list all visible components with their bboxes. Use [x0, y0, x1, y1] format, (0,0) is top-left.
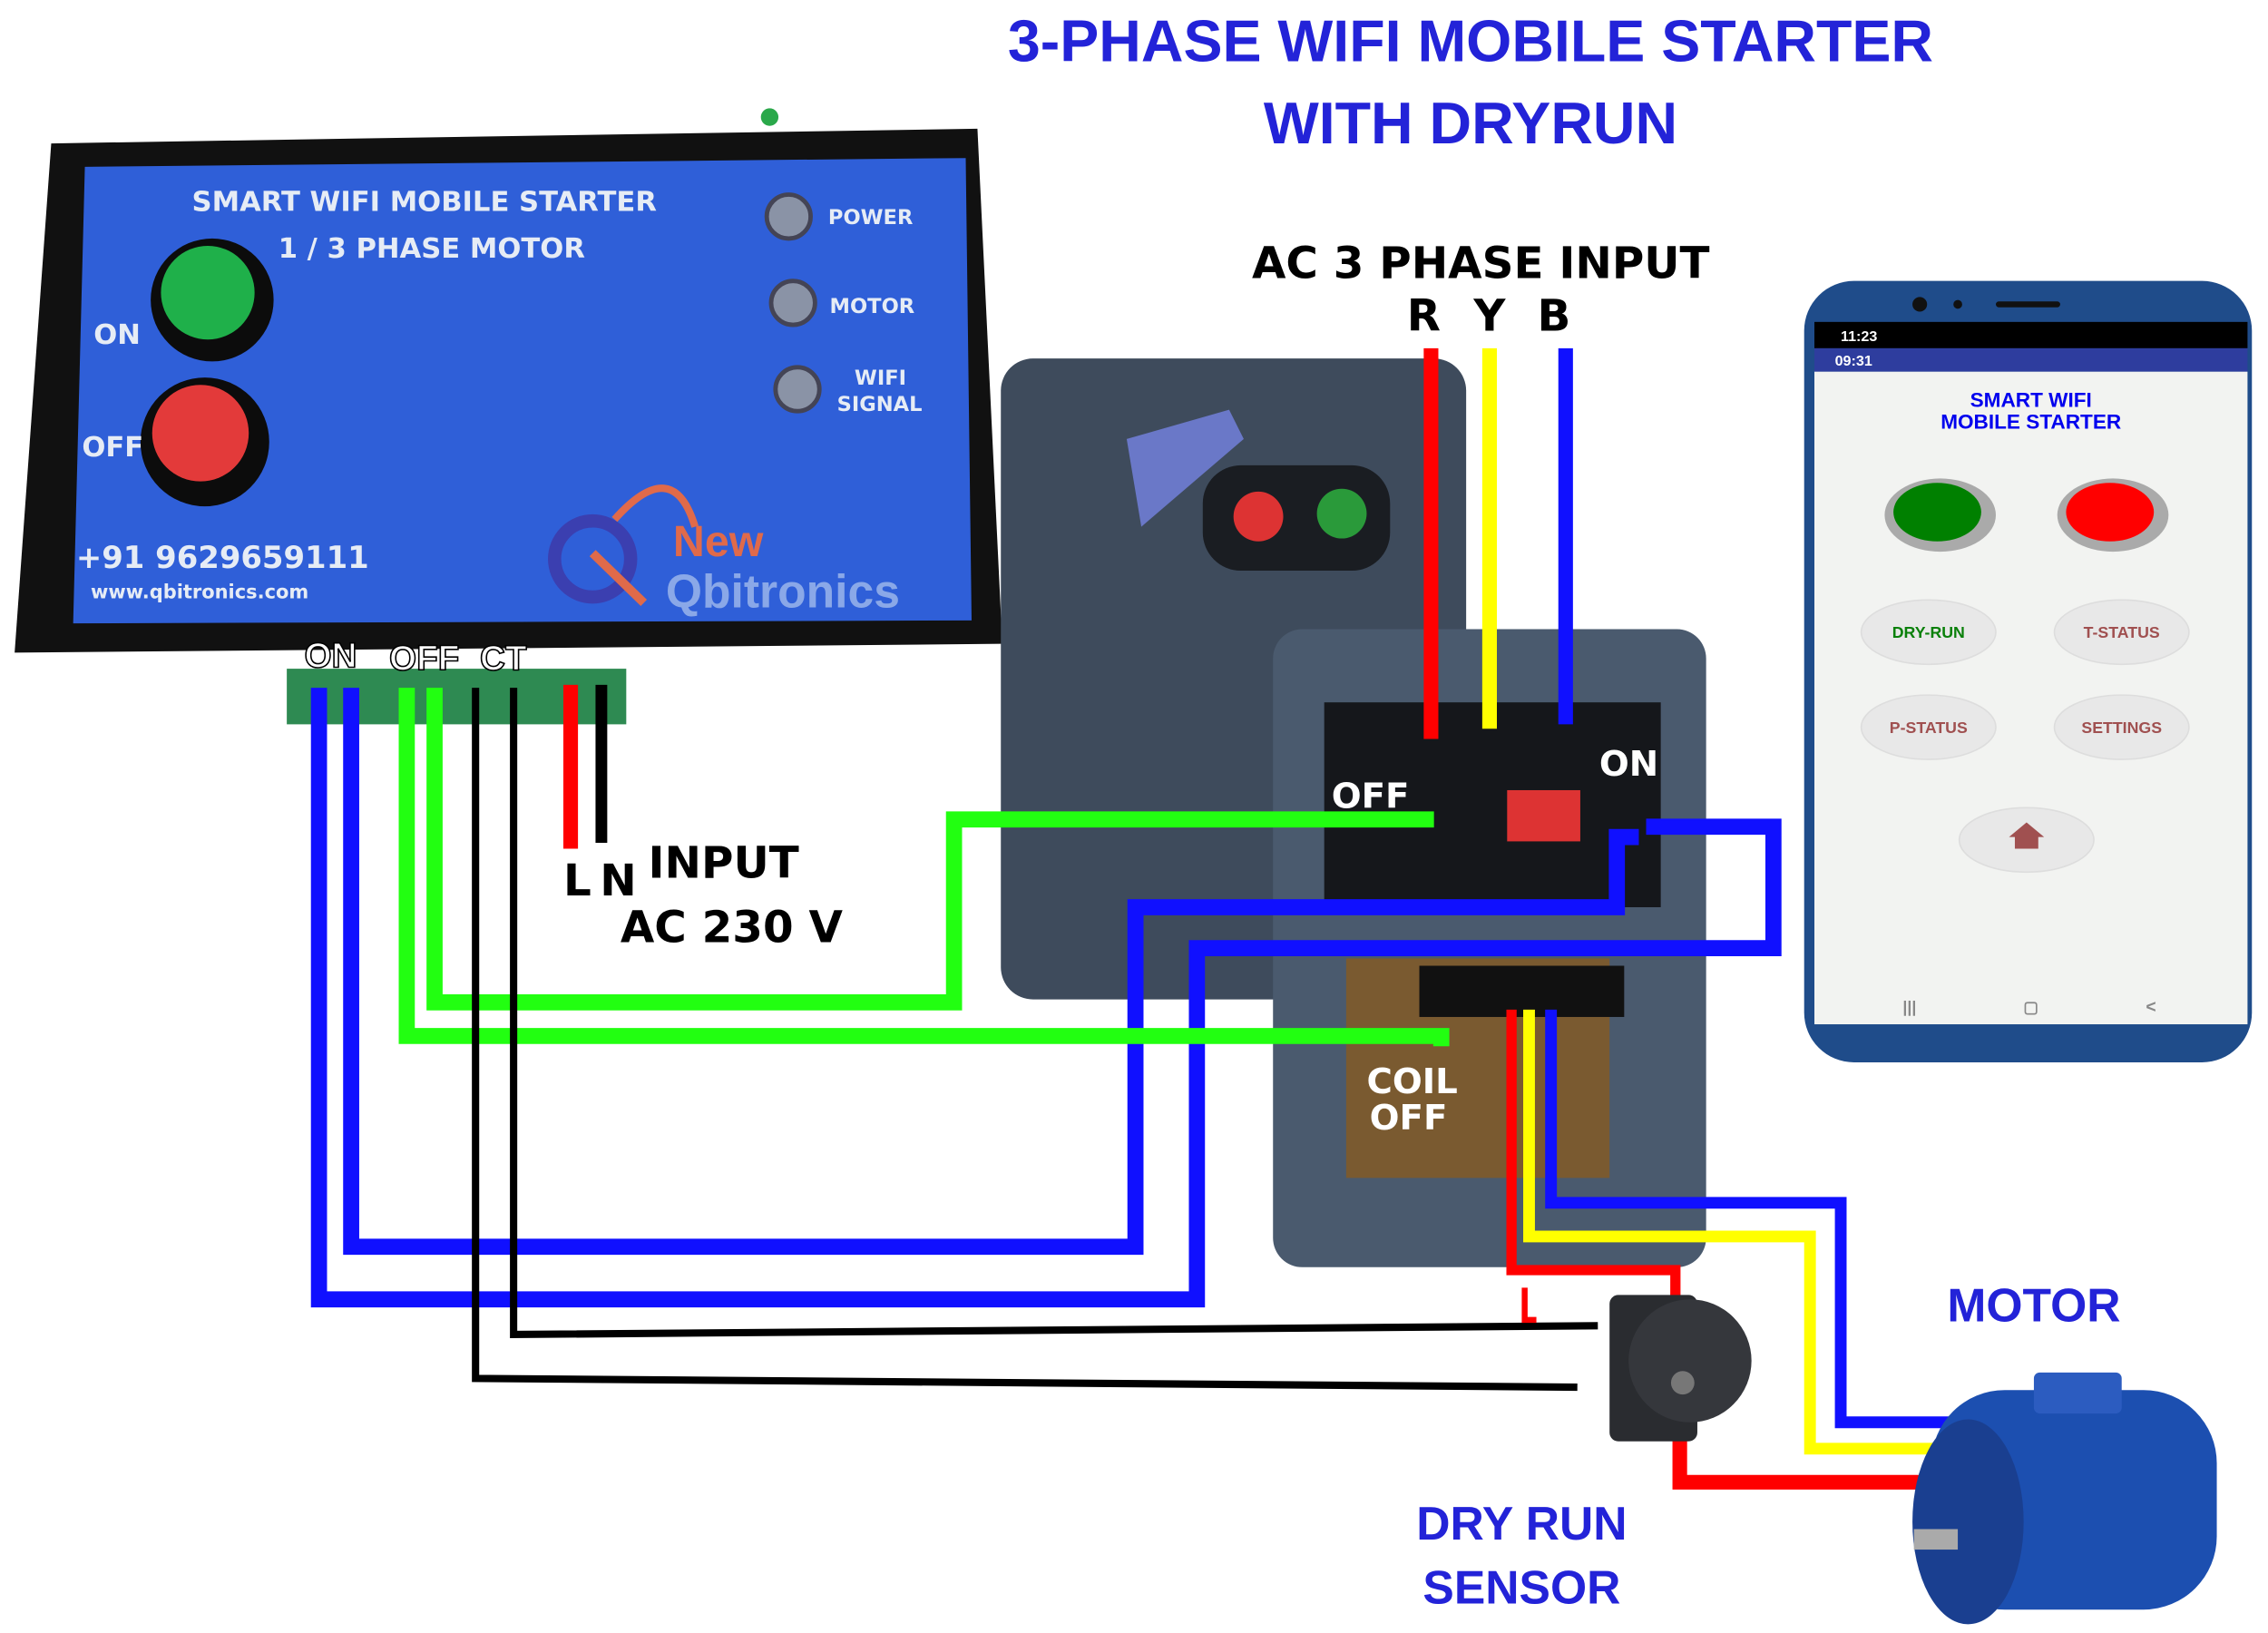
motor-label: MOTOR: [1947, 1278, 2120, 1331]
status-bar: [1814, 321, 2248, 348]
wire-ct-2: [510, 688, 1598, 1339]
power-led-icon: [764, 192, 813, 241]
brand-new: New: [673, 517, 764, 566]
app-motor-off-button[interactable]: [2066, 483, 2155, 542]
app-time: 09:31: [1835, 353, 1872, 369]
controller-heading: SMART WIFI MOBILE STARTER: [192, 186, 657, 218]
controller-phone-number: +91 9629659111: [76, 540, 369, 575]
phase-y-label: Y: [1472, 291, 1506, 342]
settings-button-label: SETTINGS: [2081, 719, 2162, 737]
app-motor-on-button[interactable]: [1893, 483, 1981, 542]
terminal-label-ct: CT: [480, 640, 527, 679]
led-label-motor: MOTOR: [830, 295, 915, 318]
ac-3-phase-input-label: AC 3 PHASE INPUT: [1252, 238, 1710, 288]
input-label: INPUT: [649, 838, 799, 889]
app-status-bar: [1814, 347, 2248, 372]
app-title-line-1: SMART WIFI: [1970, 388, 2092, 411]
qbitronics-logo: New Qbitronics: [548, 484, 900, 617]
controller-website: www.qbitronics.com: [91, 582, 308, 603]
wire-off-2: [426, 688, 1434, 1011]
terminal-label-off: OFF: [389, 640, 459, 679]
app-t-status-button[interactable]: T-STATUS: [2053, 599, 2190, 666]
ac-230v-label: AC 230 V: [621, 903, 844, 953]
controller-subheading: 1 / 3 PHASE MOTOR: [279, 233, 585, 265]
home-icon: [2009, 822, 2045, 849]
phase-b-label: B: [1537, 291, 1570, 342]
wire-motor-y: [1523, 1009, 1947, 1455]
wires: [310, 347, 1954, 1490]
brand-qbitronics: Qbitronics: [666, 564, 900, 617]
wifi-led-icon: [773, 365, 822, 414]
on-button-label: ON: [93, 319, 141, 351]
wire-motor-r-upper: [1506, 1009, 1681, 1303]
neutral-label: N: [600, 856, 637, 906]
wire-motor-b: [1545, 1009, 1954, 1429]
live-label: L: [563, 856, 591, 906]
nav-home-button[interactable]: ▢: [2023, 998, 2038, 1016]
antenna-led: [760, 108, 779, 126]
app-screen: [1814, 371, 2248, 1025]
off-push-button[interactable]: [152, 385, 249, 482]
status-time: 11:23: [1841, 328, 1877, 345]
wire-motor-r-loop: [1521, 1287, 1537, 1324]
wire-on-1: [310, 688, 1782, 1308]
terminal-label-on: ON: [304, 636, 357, 675]
wifi-starter-controller: SMART WIFI MOBILE STARTER 1 / 3 PHASE MO…: [15, 108, 1002, 725]
coil-label: COIL: [1366, 1061, 1457, 1102]
led-label-power: POWER: [828, 206, 913, 230]
wire-ct-1: [472, 688, 1578, 1392]
starter-stop-button[interactable]: [1233, 491, 1284, 542]
p-status-button-label: P-STATUS: [1890, 719, 1968, 737]
coil-off-label: OFF: [1370, 1098, 1448, 1139]
wire-on-2: [343, 688, 1639, 1256]
led-label-wifi: WIFI: [855, 367, 906, 390]
nav-back-button[interactable]: <: [2146, 997, 2156, 1017]
contactor: [1324, 702, 1661, 907]
sensor-label: SENSOR: [1422, 1561, 1620, 1614]
led-label-signal: SIGNAL: [837, 393, 923, 416]
motor-image: [1912, 1372, 2217, 1625]
dry-run-button-label: DRY-RUN: [1892, 623, 1965, 641]
app-title-line-2: MOBILE STARTER: [1941, 411, 2121, 434]
phase-r-label: R: [1407, 291, 1441, 342]
app-p-status-button[interactable]: P-STATUS: [1860, 694, 1997, 760]
app-home-button[interactable]: [1958, 807, 2095, 874]
off-button-label: OFF: [82, 432, 143, 464]
starter-off-label: OFF: [1332, 776, 1410, 816]
dry-run-label: DRY RUN: [1416, 1497, 1627, 1550]
title-line-1: 3-PHASE WIFI MOBILE STARTER: [1008, 9, 1933, 74]
t-status-button-label: T-STATUS: [2084, 623, 2160, 641]
on-push-button[interactable]: [161, 245, 255, 340]
app-settings-button[interactable]: SETTINGS: [2053, 694, 2190, 760]
starter-on-label: ON: [1599, 744, 1658, 785]
controller-face-panel: [73, 158, 972, 624]
dry-run-ct-sensor: [1609, 1295, 1752, 1442]
app-dry-run-button[interactable]: DRY-RUN: [1860, 599, 1997, 666]
title-line-2: WITH DRYRUN: [1264, 91, 1677, 156]
mobile-phone: 11:23 09:31 SMART WIFI MOBILE STARTER DR…: [1804, 280, 2253, 1062]
wire-off-1: [398, 688, 1450, 1047]
motor-led-icon: [768, 279, 817, 328]
starter-start-button[interactable]: [1316, 488, 1367, 539]
nav-recents-button[interactable]: |||: [1902, 998, 1916, 1016]
